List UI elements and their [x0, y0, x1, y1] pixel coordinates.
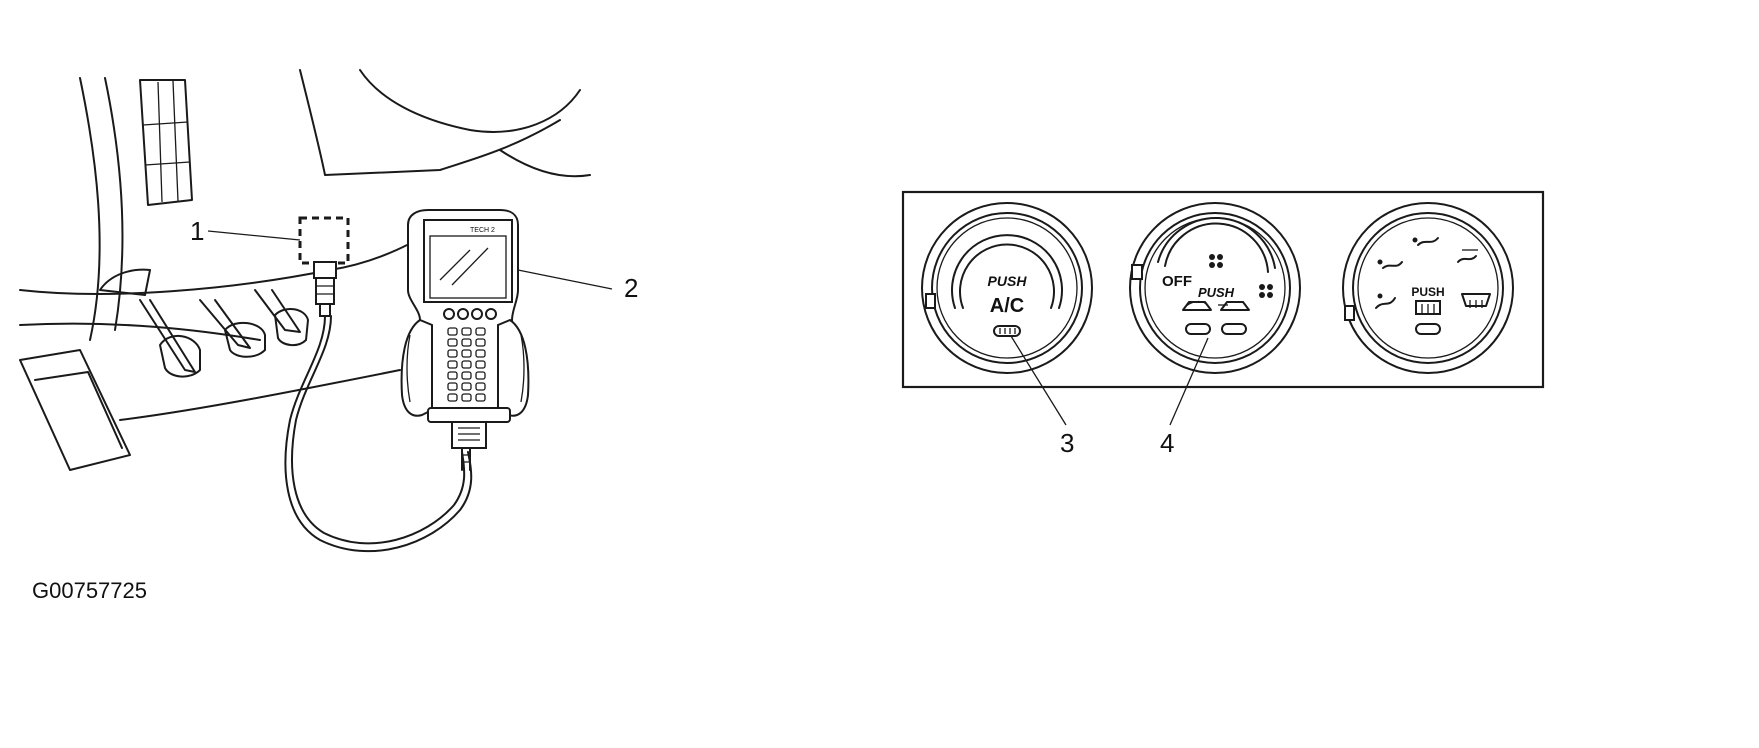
- keypad-key: [475, 382, 486, 391]
- keypad-key: [461, 338, 472, 347]
- callout-1-label: 1: [190, 216, 204, 246]
- callout-4-label: 4: [1160, 428, 1174, 458]
- dash-edge-inner-line: [104, 77, 124, 331]
- callout-4-leader: [1169, 337, 1209, 426]
- dashboard-illustration: [19, 69, 591, 471]
- steering-wheel-rim: [359, 69, 581, 133]
- keypad-key: [461, 360, 472, 369]
- keypad-key: [475, 349, 486, 358]
- hvac-control-panel: PUSH A/C OFF PUSH: [901, 190, 1545, 458]
- keypad-key: [475, 327, 486, 336]
- fresh-air-indicator-lamp: [1221, 323, 1247, 335]
- keypad-key: [461, 371, 472, 380]
- ac-knob-ac-label: A/C: [990, 295, 1024, 317]
- callout-3-label: 3: [1060, 428, 1074, 458]
- keypad-key: [475, 393, 486, 402]
- ac-indicator-lamp: [993, 325, 1021, 337]
- keypad-key: [475, 360, 486, 369]
- scan-tool-brand-label: TECH 2: [470, 227, 495, 234]
- figure-id: G00757725: [32, 578, 147, 603]
- footrest: [19, 349, 131, 471]
- footrest-inner: [34, 371, 123, 449]
- keypad-key: [447, 393, 458, 402]
- kick-panel-line: [19, 322, 261, 341]
- scan-tool-screen: [423, 219, 513, 303]
- mode-knob-pointer: [1344, 305, 1355, 321]
- steering-wheel-lower: [499, 149, 591, 178]
- scan-tool-cable: [284, 315, 473, 553]
- callout-2-leader: [517, 269, 613, 290]
- fan-high-icon: [1259, 284, 1273, 298]
- keypad-key: [447, 371, 458, 380]
- keypad-key: [447, 349, 458, 358]
- callout-1-leader: [207, 230, 301, 241]
- keypad-key: [461, 382, 472, 391]
- fan-knob-pointer: [1131, 264, 1143, 280]
- knee-bolster-opening: [99, 268, 151, 296]
- floor-defrost-mode-icon: [1457, 249, 1478, 263]
- cable-plug-dlc: [313, 261, 337, 317]
- fresh-air-icon: [1218, 301, 1250, 311]
- recirc-indicator-lamp: [1185, 323, 1211, 335]
- recirculation-icon: [1182, 300, 1212, 311]
- dash-edge-line: [79, 77, 101, 341]
- fan-knob-off-label: OFF: [1162, 273, 1192, 290]
- keypad-key: [447, 360, 458, 369]
- lower-dash-line: [19, 224, 441, 295]
- vent-mode-icon: [1377, 259, 1403, 269]
- control-panel-frame: [901, 190, 1545, 389]
- fan-recirc-knob: OFF PUSH: [1129, 202, 1301, 374]
- ac-knob-pointer: [925, 293, 936, 309]
- fan-knob-push-label: PUSH: [1198, 285, 1235, 300]
- bilevel-mode-icon: [1412, 237, 1439, 246]
- keypad-key: [461, 327, 472, 336]
- floor-mode-icon: [1375, 293, 1396, 309]
- callout-3-leader: [1010, 335, 1067, 426]
- scan-tool-function-keys: [443, 308, 497, 320]
- data-link-connector: [298, 216, 350, 265]
- callout-2-label: 2: [624, 273, 638, 303]
- scan-tool-cable-inner: [291, 315, 466, 545]
- ac-knob: PUSH A/C: [921, 202, 1093, 374]
- keypad-key: [475, 371, 486, 380]
- fan-speed-icon: [1209, 254, 1223, 268]
- keypad-key: [461, 393, 472, 402]
- rear-defogger-indicator-lamp: [1415, 323, 1441, 335]
- air-vent: [139, 79, 193, 206]
- scan-tool-keypad: [447, 327, 486, 402]
- mode-knob-push-label: PUSH: [1411, 285, 1444, 299]
- rear-defogger-icon: [1415, 300, 1441, 315]
- keypad-key: [475, 338, 486, 347]
- keypad-key: [461, 349, 472, 358]
- keypad-key: [447, 382, 458, 391]
- mode-knob: PUSH: [1342, 202, 1514, 374]
- defrost-mode-icon: [1461, 293, 1491, 308]
- keypad-key: [447, 327, 458, 336]
- keypad-key: [447, 338, 458, 347]
- pedals: [139, 289, 309, 378]
- ac-knob-push-label: PUSH: [988, 273, 1028, 289]
- floor-line: [119, 369, 401, 421]
- scan-tool: TECH 2: [400, 209, 530, 471]
- steering-column: [299, 69, 561, 176]
